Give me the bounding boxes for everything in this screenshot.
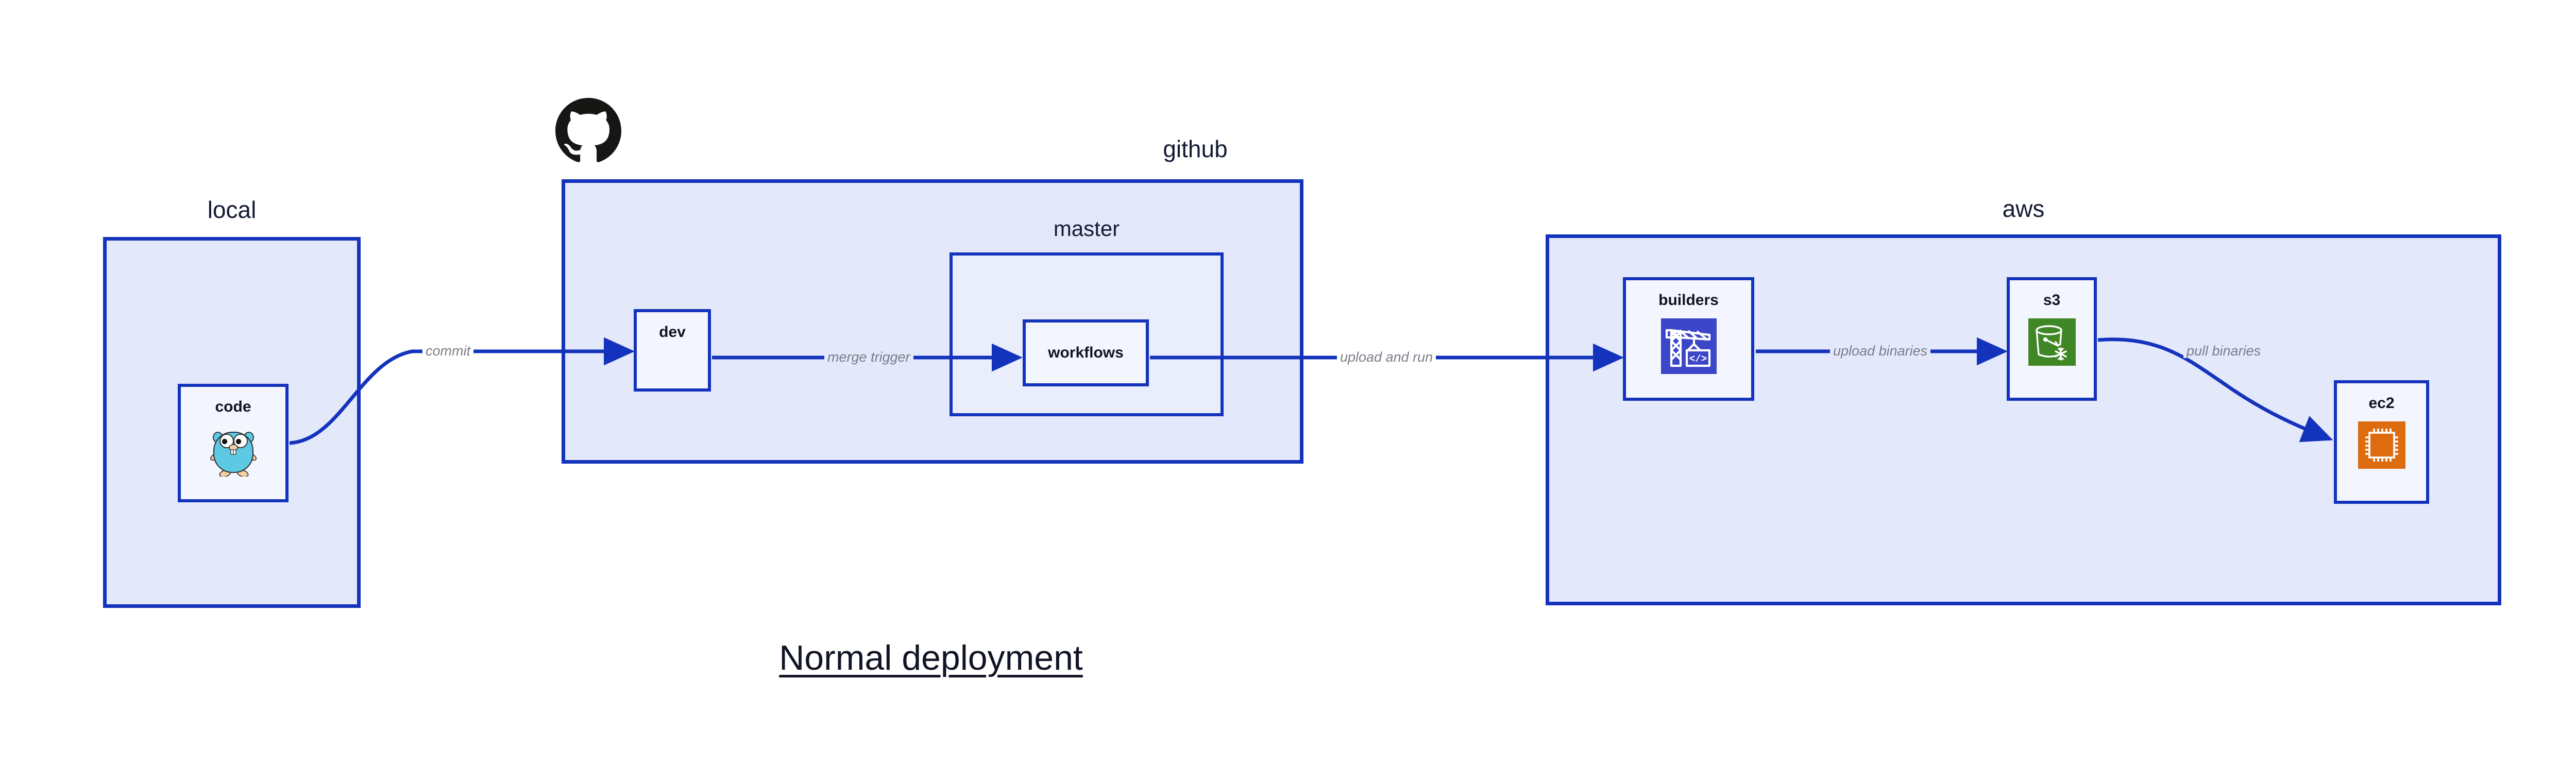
- node-code[interactable]: code: [178, 384, 289, 502]
- aws-ec2-chip-icon: [2358, 421, 2405, 471]
- github-octocat-icon: [555, 98, 621, 166]
- edge-label-upload-and-run: upload and run: [1337, 350, 1436, 364]
- edge-label-pull-binaries: pull binaries: [2183, 344, 2264, 358]
- node-s3-label: s3: [2043, 292, 2061, 309]
- node-workflows-label: workflows: [1048, 344, 1124, 361]
- edge-label-merge-trigger: merge trigger: [824, 350, 913, 364]
- node-dev-label: dev: [659, 324, 686, 341]
- node-s3[interactable]: s3: [2007, 277, 2097, 401]
- zone-local-label: local: [207, 196, 257, 223]
- node-builders[interactable]: builders </>: [1623, 277, 1754, 401]
- svg-text:</>: </>: [1689, 353, 1706, 365]
- node-code-label: code: [215, 398, 251, 415]
- zone-aws-label: aws: [2002, 195, 2045, 222]
- node-workflows[interactable]: workflows: [1023, 319, 1149, 386]
- go-gopher-icon: [210, 425, 257, 479]
- node-dev[interactable]: dev: [634, 309, 711, 392]
- node-ec2-label: ec2: [2368, 395, 2395, 412]
- node-ec2[interactable]: ec2: [2334, 380, 2429, 504]
- edge-label-commit: commit: [422, 344, 473, 358]
- zone-github-label: github: [1163, 135, 1228, 162]
- edge-label-upload-binaries: upload binaries: [1830, 344, 1931, 358]
- page-title: Normal deployment: [779, 638, 1083, 677]
- aws-crane-builders-icon: </>: [1660, 318, 1717, 377]
- aws-s3-bucket-icon: [2028, 318, 2076, 368]
- zone-master-label: master: [1053, 216, 1120, 241]
- node-builders-label: builders: [1658, 292, 1719, 309]
